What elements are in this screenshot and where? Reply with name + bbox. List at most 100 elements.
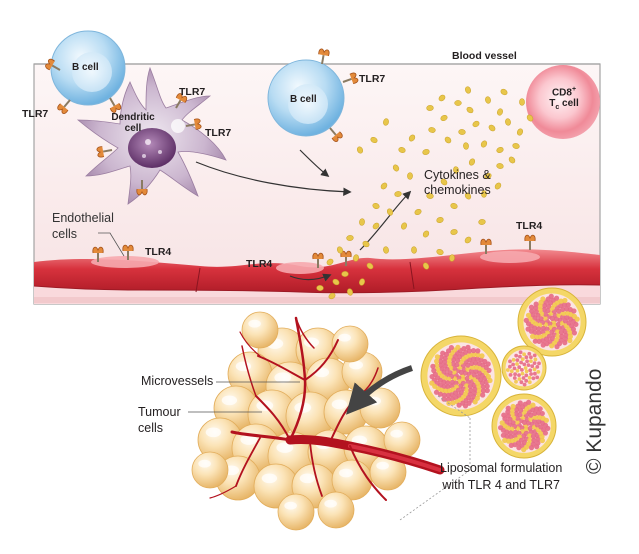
cytokine-particle-icon xyxy=(468,158,476,166)
tumour-cell-icon xyxy=(383,421,421,459)
cytokine-particle-icon xyxy=(392,164,400,172)
cytokine-particle-icon xyxy=(449,254,455,262)
liposome-icon xyxy=(491,393,557,459)
tumour-cell-icon xyxy=(241,311,279,349)
dendritic-cell-icon xyxy=(76,66,227,205)
cytokine-particle-icon xyxy=(372,202,380,210)
tumour-cell-icon xyxy=(277,493,315,531)
cytokine-particle-icon xyxy=(481,190,487,198)
cytokine-particle-icon xyxy=(463,142,469,150)
cytokine-particle-icon xyxy=(465,86,471,94)
cytokine-particle-icon xyxy=(512,143,520,149)
cytokine-particle-icon xyxy=(464,236,472,244)
cytokine-particle-icon xyxy=(422,230,430,238)
cytokine-particle-icon xyxy=(440,114,448,122)
cytokine-particle-icon xyxy=(484,173,492,179)
cytokine-particle-icon xyxy=(380,182,388,190)
cytokine-particle-icon xyxy=(422,262,430,270)
cytokine-particle-icon xyxy=(394,191,402,197)
tlr7-label-b: TLR7 xyxy=(179,86,206,98)
guide-line xyxy=(437,395,471,419)
cytokine-particle-icon xyxy=(401,222,407,230)
cytokine-particle-icon xyxy=(496,163,504,169)
liposome-icon xyxy=(420,335,502,417)
cytokine-particle-icon xyxy=(516,128,524,136)
liposome-icon xyxy=(501,345,547,391)
tlr7-label-a: TLR7 xyxy=(22,108,49,120)
cytokine-particle-icon xyxy=(466,106,474,114)
arrow-liposome-to-tumour xyxy=(346,365,413,415)
cytokine-cloud xyxy=(316,86,534,300)
cytokine-particle-icon xyxy=(422,149,430,155)
cytokine-particle-icon xyxy=(440,178,448,186)
leader-lines xyxy=(98,232,300,413)
cytokine-particle-icon xyxy=(426,193,434,199)
cytokine-particle-icon xyxy=(341,271,349,277)
tumour-cell-icon xyxy=(197,417,243,463)
tumour-cell-icon xyxy=(191,451,229,489)
cytokine-particle-icon xyxy=(346,235,354,241)
cytokine-particle-icon xyxy=(519,98,525,106)
dendritic-cell-label: Dendritic cell xyxy=(111,112,155,134)
cytokine-particle-icon xyxy=(386,208,394,216)
microvessels-label: Microvessels xyxy=(141,374,214,388)
cytokine-particle-icon xyxy=(353,254,359,262)
cytokine-particle-icon xyxy=(332,278,340,286)
tumour-cell-icon xyxy=(317,491,355,529)
cytokine-particle-icon xyxy=(362,240,370,248)
endothelium xyxy=(33,249,601,304)
cytokine-particle-icon xyxy=(497,108,503,116)
cytokine-particle-icon xyxy=(398,147,406,153)
cytokine-particle-icon xyxy=(359,278,365,286)
liposome-group xyxy=(420,287,587,459)
cytokine-particle-icon xyxy=(366,262,374,270)
cytokine-particle-icon xyxy=(464,192,472,200)
cytokine-particle-icon xyxy=(478,219,486,225)
cytokine-particle-icon xyxy=(436,249,444,255)
cytokine-particle-icon xyxy=(408,134,416,142)
cytokine-particle-icon xyxy=(444,136,452,144)
cytokine-particle-icon xyxy=(500,88,508,96)
liposome-icon xyxy=(517,287,587,357)
cytokine-particle-icon xyxy=(438,94,446,102)
b-cell-icon xyxy=(50,30,126,106)
blood-vessel-label: Blood vessel xyxy=(452,50,517,62)
arrow-tlr4-release xyxy=(289,273,332,282)
copyright-credit: © Kupando xyxy=(583,368,606,474)
liposome-label: Liposomal formulation with TLR 4 and TLR… xyxy=(440,461,563,492)
cytokine-particle-icon xyxy=(326,258,334,266)
cytokine-particle-icon xyxy=(453,166,459,174)
cytokine-particle-icon xyxy=(383,246,389,254)
cytokine-particle-icon xyxy=(316,285,324,291)
b-cell-label-1: B cell xyxy=(72,62,99,73)
tlr7-label-c: TLR7 xyxy=(205,127,232,139)
cytokine-particle-icon xyxy=(356,146,364,154)
cytokines-label: Cytokines & chemokines xyxy=(424,168,491,197)
tumour-cells-label: Tumour cells xyxy=(138,405,181,435)
cytokine-particle-icon xyxy=(508,156,516,164)
tlr4-label-b: TLR4 xyxy=(246,258,273,270)
cytokine-particle-icon xyxy=(383,118,389,126)
tumour-cell-icon xyxy=(331,325,369,363)
tlr7-label-d: TLR7 xyxy=(359,73,386,85)
cytokine-particle-icon xyxy=(411,246,417,254)
cytokine-particle-icon xyxy=(407,172,413,180)
cytokine-particle-icon xyxy=(370,136,378,144)
b-cell-label-2: B cell xyxy=(290,94,317,105)
tumour-cluster xyxy=(191,311,421,531)
arrow-dendritic-to-cytokines xyxy=(195,161,352,196)
b-cell-icon xyxy=(267,59,345,137)
cytokine-particle-icon xyxy=(458,129,466,135)
cytokine-particle-icon xyxy=(337,246,343,254)
cytokine-particle-icon xyxy=(505,118,511,126)
cytokine-particle-icon xyxy=(414,208,422,216)
cytokine-particle-icon xyxy=(485,96,491,104)
cytokine-particle-icon xyxy=(450,229,458,235)
arrow-bcell-to-cytokines xyxy=(299,149,330,178)
tlr4-label-a: TLR4 xyxy=(145,246,172,258)
cd8-t-cell-icon xyxy=(526,65,600,139)
cytokine-particle-icon xyxy=(426,105,434,111)
cytokine-particle-icon xyxy=(436,217,444,223)
cytokine-particle-icon xyxy=(526,114,534,122)
